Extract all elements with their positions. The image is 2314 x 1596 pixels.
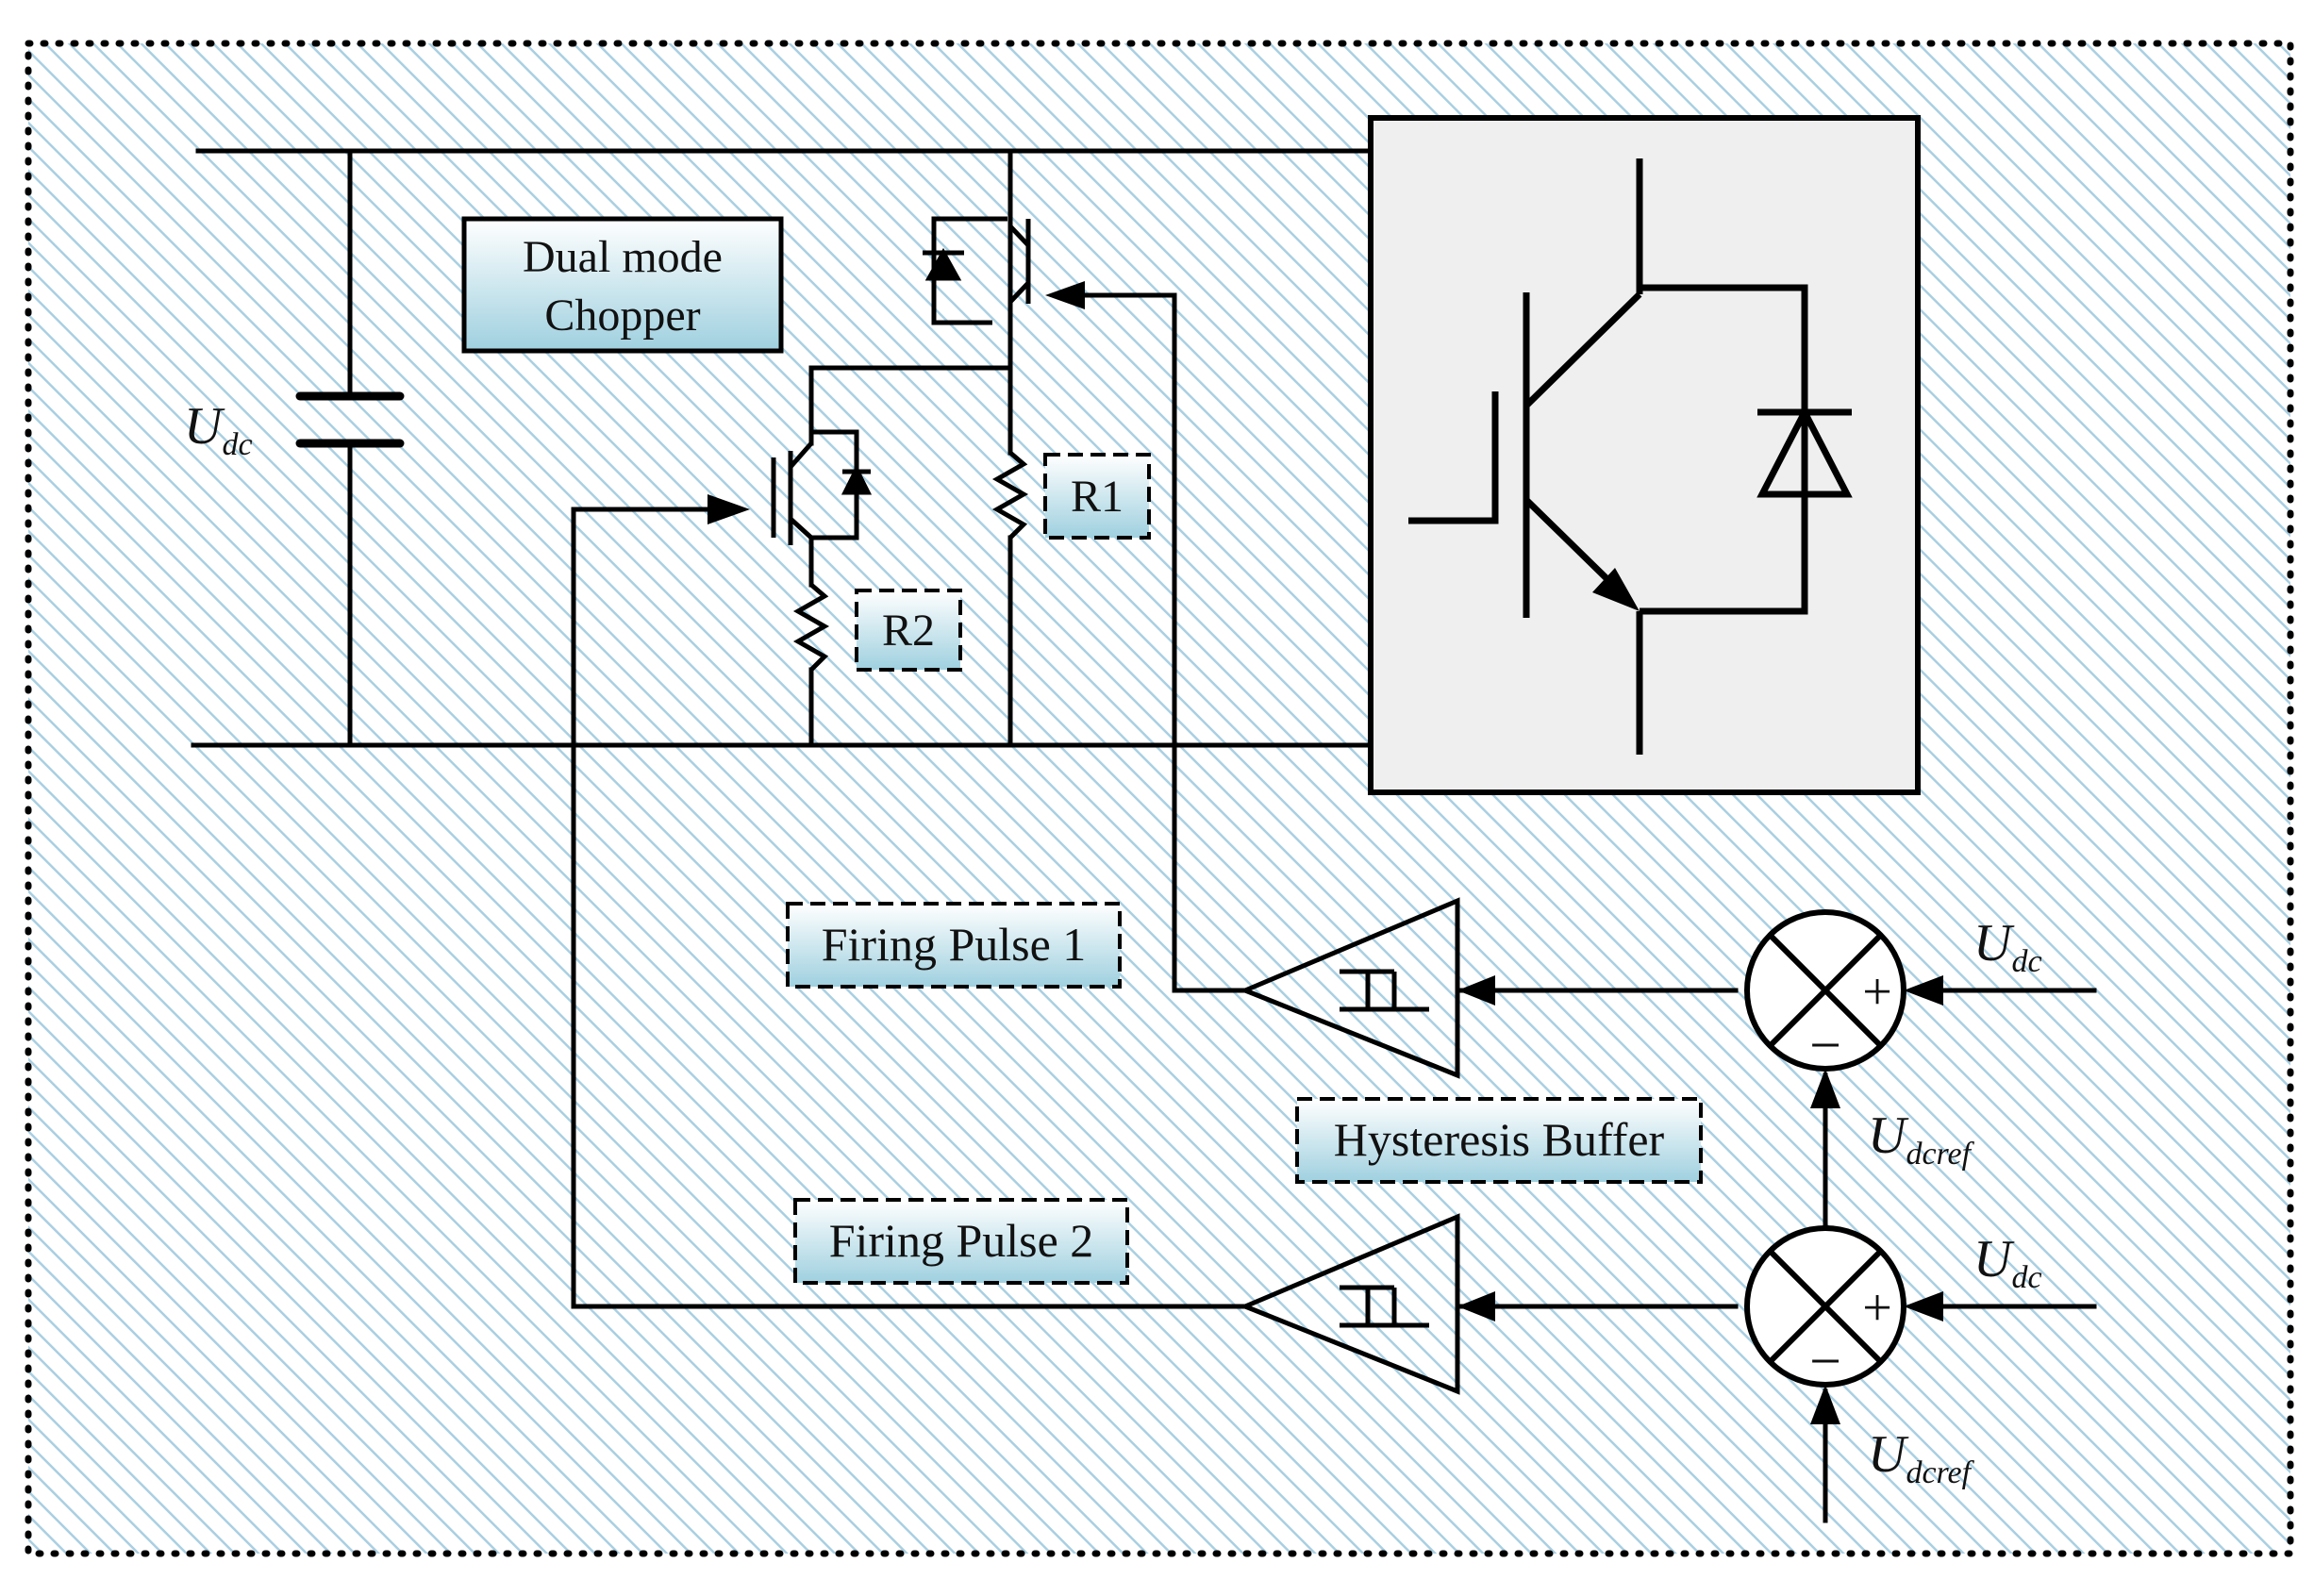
firing-pulse-2-box (793, 1198, 1129, 1285)
background-hatch (28, 43, 2290, 1554)
plus-sign-2: + (1862, 1279, 1892, 1338)
chopper-label-line1: Dual mode (523, 232, 723, 282)
inverter-emitter-arrow (1592, 568, 1640, 611)
chopper-label-line2: Chopper (544, 291, 700, 341)
plus-sign-1: + (1862, 963, 1892, 1022)
udc-input-1-main: U (1973, 914, 2015, 973)
arrow-into-sum-2 (1904, 1291, 1943, 1322)
minus-sign-1: − (1809, 1014, 1841, 1076)
summing-junction-2 (1744, 1225, 1906, 1388)
dotted-border (25, 40, 2294, 1557)
top-chopper-igbt (923, 212, 1031, 325)
circuit-wires (191, 148, 2097, 1523)
udcref-1-label: Udcref (1868, 1106, 1975, 1172)
r1-label: R1 (1071, 472, 1124, 522)
resistor-r2 (792, 583, 830, 672)
udc-input-1-sub: dc (2011, 944, 2041, 979)
arrow-into-comparator-1 (1457, 975, 1495, 1006)
udc-input-2-label: Udc (1973, 1230, 2042, 1295)
hysteresis-buffer-box (1295, 1097, 1703, 1184)
udcref-2-main: U (1868, 1425, 1909, 1484)
firing-pulse-1-label: Firing Pulse 1 (822, 918, 1087, 971)
gate-arrow-2 (708, 494, 750, 524)
arrow-ref-into-sum-2 (1810, 1385, 1840, 1424)
udc-input-1-label: Udc (1973, 914, 2042, 979)
chopper-label-box (461, 216, 784, 354)
udc-input-2-sub: dc (2011, 1260, 2041, 1295)
inverter-igbt-box (1368, 115, 1921, 795)
arrow-into-comparator-2 (1457, 1291, 1495, 1322)
capacitor (295, 391, 405, 448)
udc-main-sub: dc (222, 427, 252, 462)
arrow-into-sum-1 (1904, 975, 1943, 1006)
lower-chopper-igbt (771, 429, 873, 545)
hysteresis-buffer-label: Hysteresis Buffer (1334, 1113, 1665, 1166)
firing-pulse-2-label: Firing Pulse 2 (829, 1214, 1094, 1267)
r2-label: R2 (882, 606, 935, 656)
udc-main-main: U (184, 397, 225, 456)
minus-sign-2: − (1809, 1330, 1841, 1392)
r1-label-box (1043, 453, 1151, 540)
gate-arrow-1 (1045, 281, 1085, 309)
udcref-1-main: U (1868, 1106, 1909, 1165)
udc-input-2-main: U (1973, 1230, 2015, 1288)
r2-label-box (855, 589, 962, 672)
arrow-ref-into-sum-1 (1810, 1069, 1840, 1108)
resistor-r1 (991, 451, 1029, 540)
hysteresis-comparator-1 (1239, 897, 1460, 1079)
inverter-igbt-symbol (1408, 158, 1853, 755)
udcref-1-sub: dcref (1906, 1137, 1974, 1172)
udcref-2-sub: dcref (1906, 1455, 1974, 1490)
firing-pulse-1-box (786, 902, 1122, 989)
udcref-2-label: Udcref (1868, 1425, 1975, 1490)
hysteresis-comparator-2 (1239, 1213, 1460, 1395)
udc-main-label: Udc (184, 397, 253, 462)
